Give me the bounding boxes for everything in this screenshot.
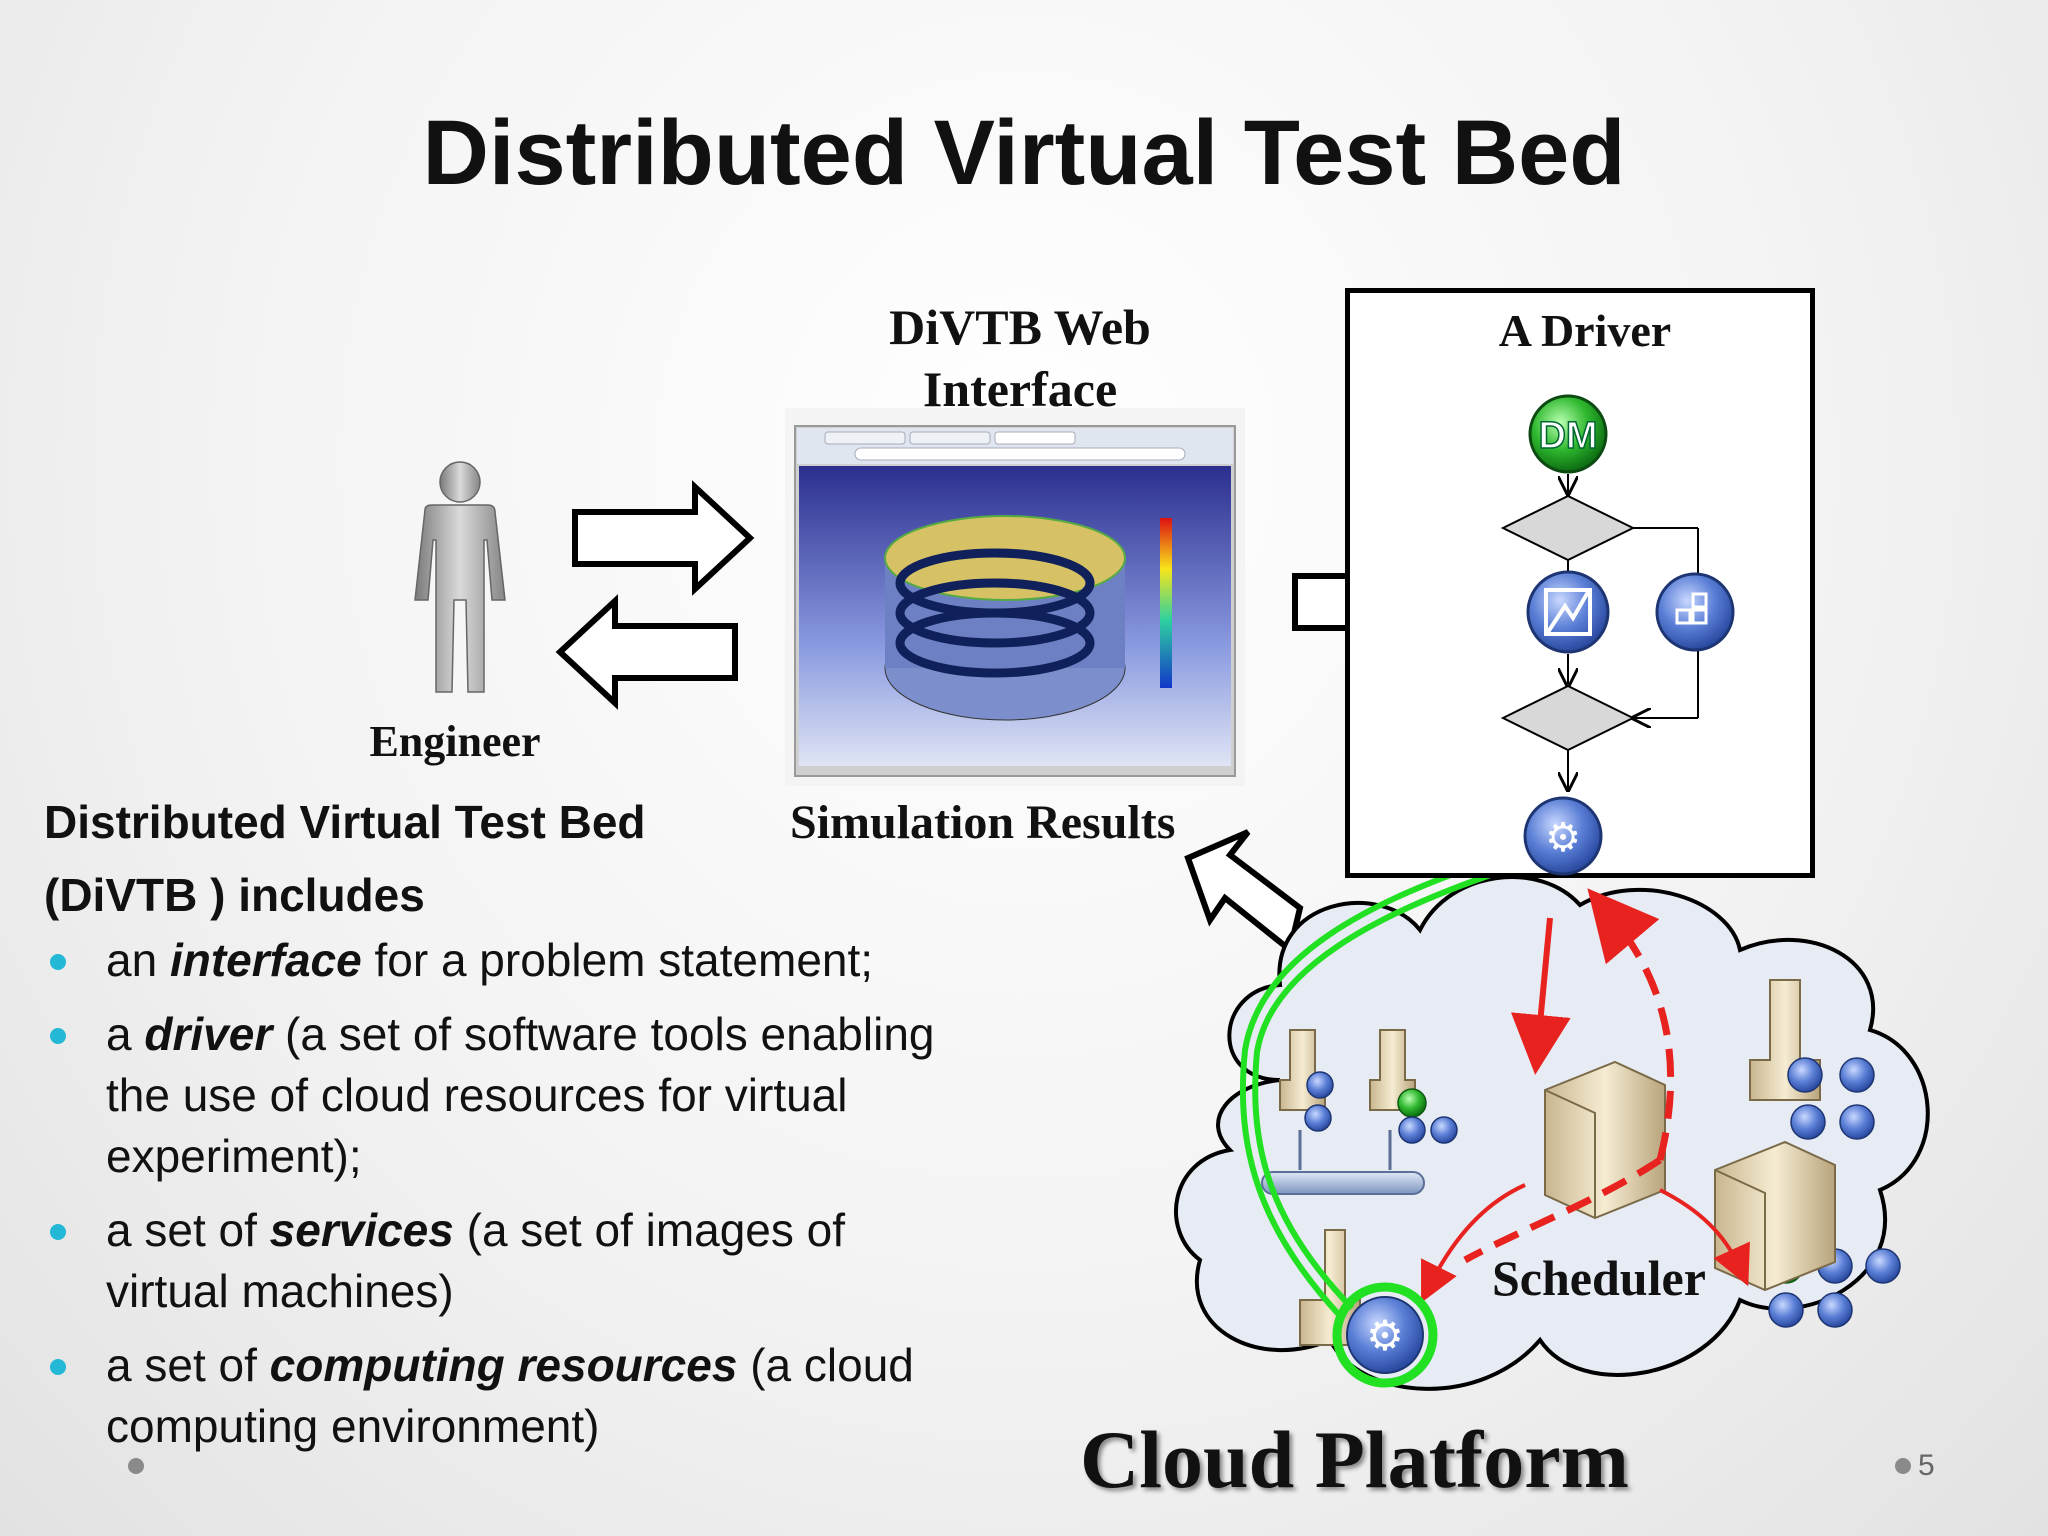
bullet-icon xyxy=(50,1224,66,1240)
results-arrow xyxy=(1184,829,1304,956)
description-heading: Distributed Virtual Test Bed (DiVTB ) in… xyxy=(44,796,646,921)
svg-text:⚙: ⚙ xyxy=(1545,815,1581,861)
scheduler-arrows xyxy=(1421,888,1750,1303)
driver-label: A Driver xyxy=(1498,305,1672,356)
list-item: a driver (a set of software tools enabli… xyxy=(44,1004,944,1187)
bullet-icon xyxy=(50,1028,66,1044)
list-item: a set of computing resources (a cloud co… xyxy=(44,1335,944,1457)
gear-node-icon: ⚙ xyxy=(1523,796,1603,876)
blocks-node-icon xyxy=(1655,572,1735,652)
dm-badge-text: DM xyxy=(1538,415,1597,457)
cloud-platform-label: Cloud Platform xyxy=(1080,1414,1629,1505)
network-pipe xyxy=(1261,1171,1425,1195)
person-icon xyxy=(414,461,506,693)
term: services xyxy=(269,1204,454,1256)
decorative-dot xyxy=(128,1458,144,1474)
bullet-icon xyxy=(50,954,66,970)
page-number: 5 xyxy=(1918,1449,1935,1482)
term: driver xyxy=(144,1008,273,1060)
web-interface-screenshot xyxy=(785,408,1245,786)
scheduler-label: Scheduler xyxy=(1492,1250,1706,1306)
execution-path xyxy=(1239,847,1531,1321)
response-arrow xyxy=(555,594,738,710)
engineer-label: Engineer xyxy=(369,717,541,766)
simulation-results-label: Simulation Results xyxy=(790,796,1176,849)
web-interface-label: DiVTB Web Interface xyxy=(889,299,1151,417)
chart-node-icon xyxy=(1526,570,1610,654)
list-item: a set of services (a set of images of vi… xyxy=(44,1200,944,1322)
term: computing resources xyxy=(269,1339,738,1391)
gear-node-icon: ⚙ xyxy=(1332,1282,1438,1388)
slide-title: Distributed Virtual Test Bed xyxy=(422,102,1626,204)
list-item: an interface for a problem statement; xyxy=(44,930,944,991)
component-list: an interface for a problem statement; a … xyxy=(44,930,944,1470)
page-dot xyxy=(1895,1458,1911,1474)
driver-flowchart: DM ⚙ xyxy=(1500,394,1735,876)
decision-diamond xyxy=(1500,684,1636,752)
decision-diamond xyxy=(1500,494,1636,562)
svg-text:⚙: ⚙ xyxy=(1366,1311,1404,1360)
term: interface xyxy=(169,934,362,986)
dm-icon: DM xyxy=(1528,394,1608,474)
request-arrow xyxy=(572,480,755,596)
bullet-icon xyxy=(50,1359,66,1375)
